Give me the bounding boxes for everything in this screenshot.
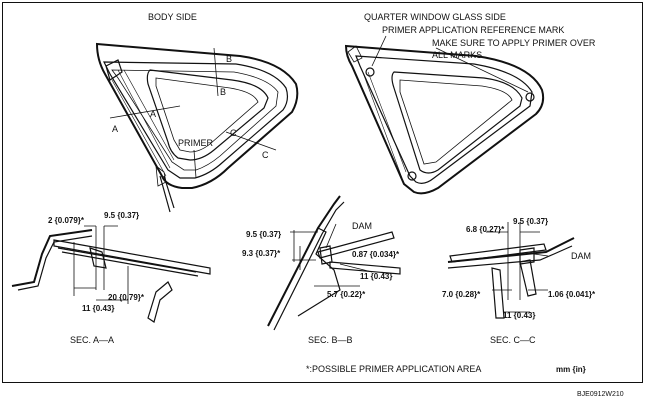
primer-leader: [193, 149, 197, 179]
cc-dim-11: 11 {0.43}: [503, 311, 535, 320]
aa-dim-11: 11 {0.43}: [82, 304, 114, 313]
body-outer-outline: [95, 42, 299, 189]
glass-side-view: QUARTER WINDOW GLASS SIDE PRIMER APPLICA…: [344, 12, 596, 195]
aa-molding: [147, 281, 173, 323]
aa-dim-9-5: 9.5 {0.37}: [104, 211, 139, 220]
bb-glass: [317, 231, 395, 259]
label-b-bottom: B: [220, 87, 226, 97]
cc-dim-1-06: 1.06 {0.041}*: [548, 290, 596, 299]
cc-glass: [449, 243, 547, 263]
glass-outer-outline: [344, 44, 545, 195]
primer-label: PRIMER: [178, 138, 214, 148]
body-tab-bottom: [155, 165, 167, 187]
bb-dim-11: 11 {0.43}: [360, 272, 392, 281]
cc-dim-7-0: 7.0 {0.28}*: [442, 290, 481, 299]
bb-dim-9-3: 9.3 {0.37}*: [242, 249, 281, 258]
cc-dim-9-5: 9.5 {0.37}: [513, 217, 548, 226]
cc-dam-label: DAM: [571, 251, 591, 261]
glass-pane-inner: [399, 79, 513, 165]
reference-mark-1: [365, 67, 375, 77]
section-aa: 2 {0.079}* 9.5 {0.37} 20 {0.79}* 11 {0.4…: [11, 211, 211, 345]
body-flange-inner: [111, 69, 279, 171]
bb-dam-leader: [325, 223, 337, 249]
cc-flange: [491, 267, 505, 319]
glass-pane: [391, 71, 523, 174]
bb-pillar-inner: [273, 201, 345, 331]
label-b-top: B: [226, 54, 232, 64]
glass-side-title: QUARTER WINDOW GLASS SIDE: [364, 12, 506, 22]
bb-body-flange: [297, 227, 341, 317]
ref-mark-leader-2: [435, 47, 529, 93]
bb-glass-lower: [329, 261, 401, 275]
aa-dim-20: 20 {0.79}*: [108, 293, 145, 302]
cc-body-inner: [447, 245, 573, 269]
section-line-b: [213, 47, 219, 97]
figure-code: BJE0912W210: [577, 391, 624, 398]
bb-section-title: SEC. B—B: [308, 335, 353, 345]
aa-body-panel: [11, 229, 93, 287]
section-bb: DAM 9.5 {0.37} 9.3 {0.37}* 0.87 {0.034}*…: [242, 195, 401, 345]
glass-corner-tab: [347, 45, 363, 63]
glass-molding: [355, 55, 533, 184]
aa-dimension-arrows: [74, 225, 128, 301]
label-a-left: A: [112, 124, 118, 134]
bb-dimension-lines: [290, 230, 373, 287]
body-tab-top: [105, 59, 123, 81]
cc-section-title: SEC. C—C: [490, 335, 536, 345]
aa-dim-2: 2 {0.079}*: [48, 216, 85, 225]
ref-mark-leader-1: [371, 35, 387, 67]
aa-urethane-bead: [89, 247, 107, 269]
body-side-title: BODY SIDE: [148, 12, 197, 22]
section-line-c: [225, 131, 277, 151]
aa-section-title: SEC. A—A: [70, 335, 114, 345]
units-label: mm {in}: [556, 365, 586, 374]
bb-dim-9-5: 9.5 {0.37}: [246, 230, 281, 239]
aa-flange: [57, 247, 199, 277]
window-opening-inner: [155, 77, 259, 153]
primer-band: [111, 69, 175, 177]
primer-ref-label: PRIMER APPLICATION REFERENCE MARK: [382, 25, 564, 35]
glass-primer-band: [361, 69, 407, 179]
reference-mark-3: [407, 171, 417, 181]
label-a-right: A: [150, 109, 156, 119]
label-c-bottom: C: [262, 150, 269, 160]
cc-dam-leader: [533, 253, 549, 257]
cc-dimension-lines: [486, 222, 548, 313]
make-sure-line1: MAKE SURE TO APPLY PRIMER OVER: [432, 38, 596, 48]
bb-dim-0-87: 0.87 {0.034}*: [352, 250, 400, 259]
label-c-top: C: [230, 128, 237, 138]
footnote: *:POSSIBLE PRIMER APPLICATION AREA: [306, 364, 481, 374]
aa-glass: [53, 239, 211, 275]
bb-pillar-outer: [267, 195, 341, 327]
cc-body-panel: [447, 237, 575, 263]
section-cc: DAM 6.8 {0.27}* 9.5 {0.37} 7.0 {0.28}* 1…: [442, 217, 596, 345]
aa-dimension-lines: [73, 226, 129, 304]
window-opening: [146, 69, 269, 161]
aa-body-panel-inner: [17, 235, 93, 291]
outer-border: [2, 2, 643, 383]
reference-mark-2: [525, 92, 535, 102]
cc-dim-6-8: 6.8 {0.27}*: [466, 225, 505, 234]
cc-molding: [519, 259, 537, 297]
bb-dim-5-7: 5.7 {0.22}*: [327, 290, 366, 299]
body-flange-outline: [103, 61, 289, 179]
body-side-view: BODY SIDE A A B B C C PRIMER: [95, 12, 299, 213]
bb-dam-label: DAM: [352, 221, 372, 231]
section-line-a: [109, 105, 181, 119]
